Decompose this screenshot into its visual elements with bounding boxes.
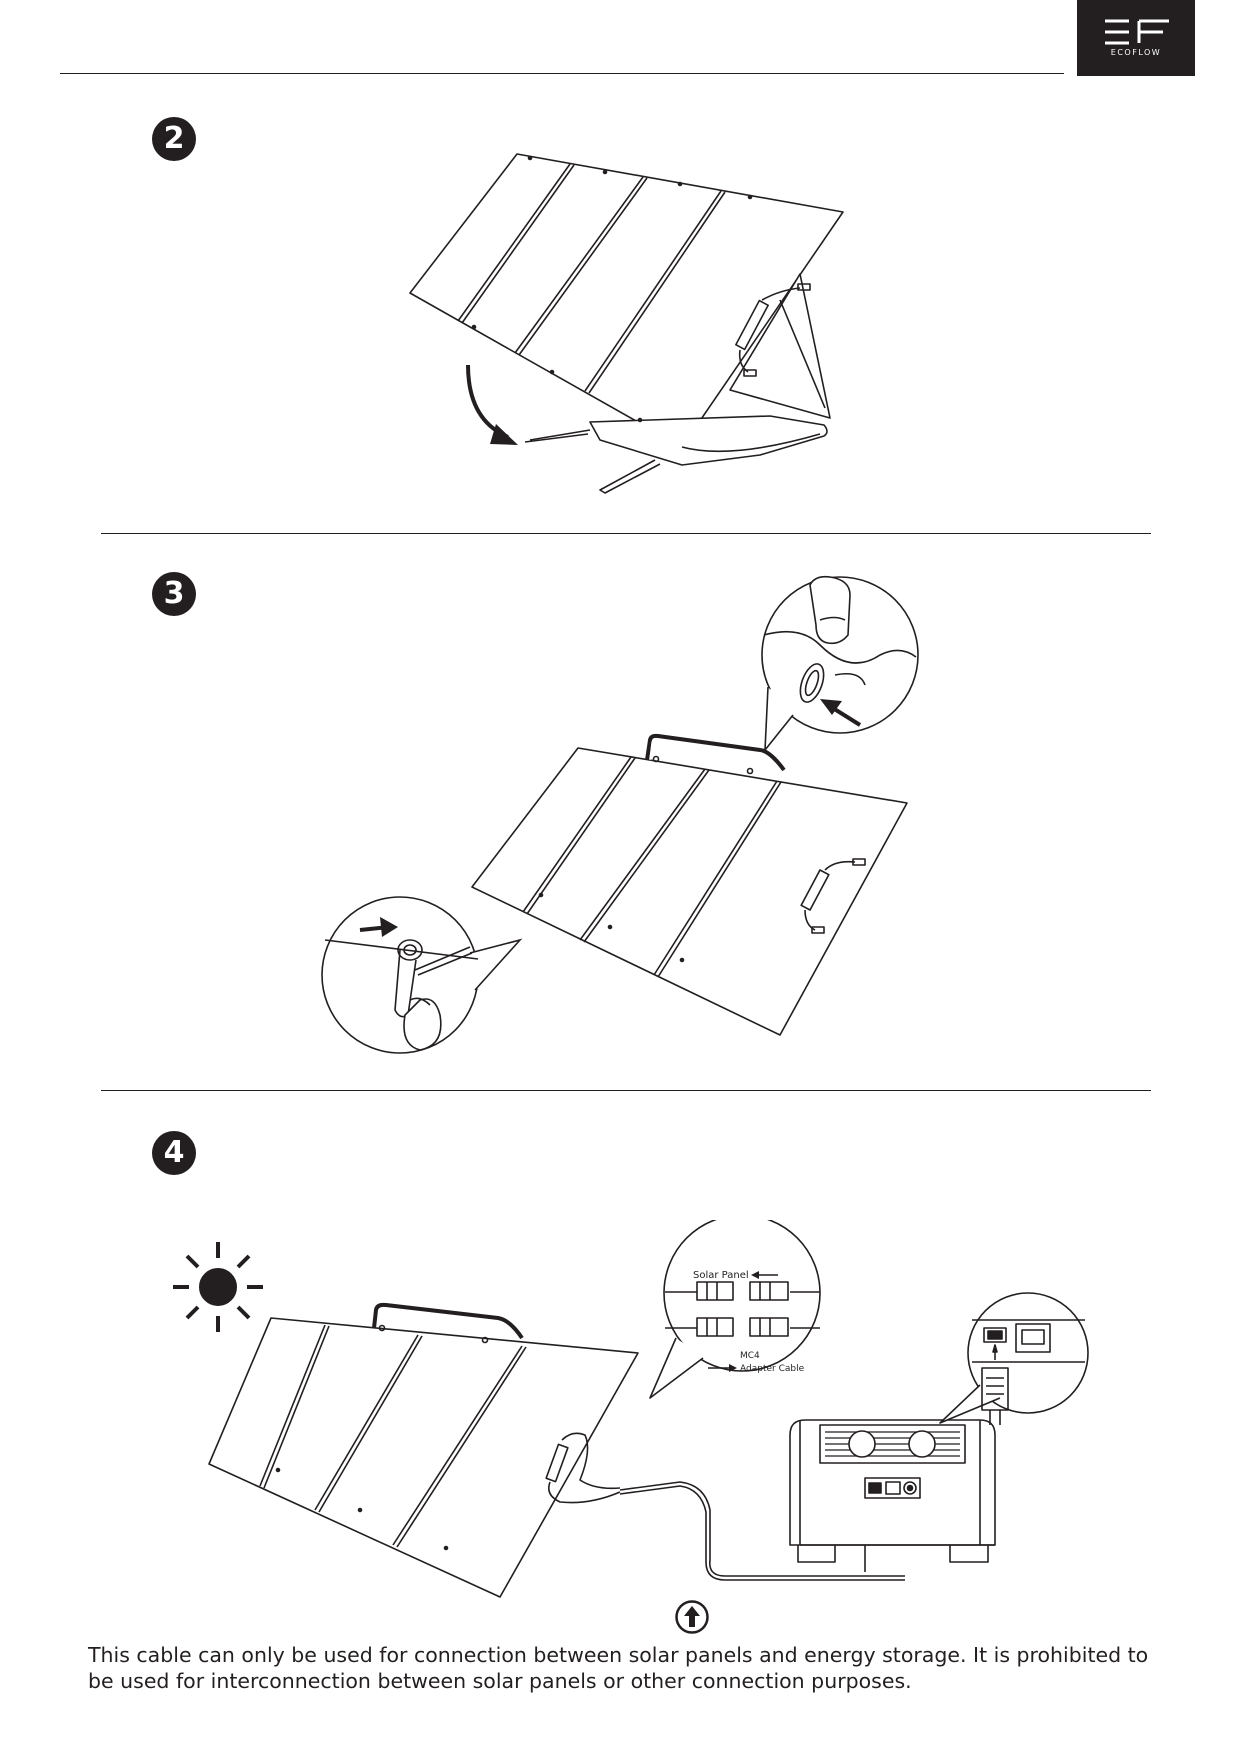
ecoflow-logo: ECOFLOW	[1077, 0, 1195, 76]
arrow-left-icon	[751, 1271, 778, 1279]
arrow-right-icon	[708, 1364, 737, 1372]
solar-panel-label: Solar Panel	[693, 1270, 749, 1281]
step-3-illustration	[321, 575, 919, 1054]
section-divider	[101, 533, 1151, 534]
usage-warning-note: This cable can only be used for connecti…	[88, 1643, 1149, 1693]
ecoflow-logo-icon: ECOFLOW	[1105, 19, 1169, 57]
upward-arrow-icon	[675, 1600, 709, 1634]
step-4-illustration: Solar Panel MC4 Adapter Cable	[173, 1220, 1089, 1598]
adapter-cable-label: Adapter Cable	[740, 1364, 805, 1374]
step-2-illustration	[409, 153, 844, 494]
logo-text: ECOFLOW	[1111, 48, 1161, 57]
header-divider	[60, 73, 1064, 74]
step-4-badge: 4	[152, 1131, 196, 1175]
step-3-badge: 3	[152, 572, 196, 616]
section-divider	[101, 1090, 1151, 1091]
step-2-badge: 2	[152, 117, 196, 161]
mc4-label: MC4	[740, 1351, 760, 1361]
curved-arrow-icon	[466, 364, 518, 445]
sun-icon	[173, 1242, 263, 1332]
